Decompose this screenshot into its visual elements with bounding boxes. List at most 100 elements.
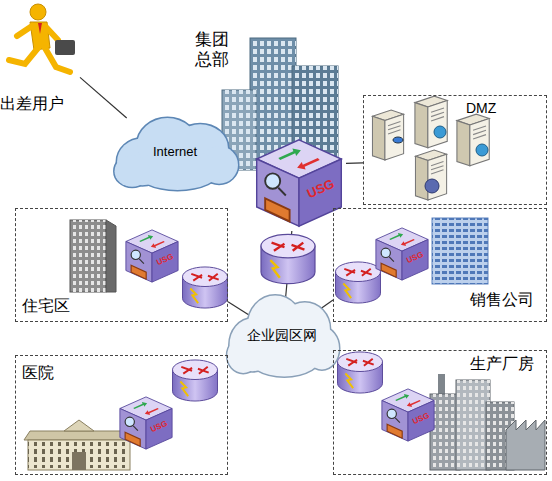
brick-wall xyxy=(265,198,289,221)
site-group-box: 住宅区 USG xyxy=(15,208,228,322)
cloud-fill xyxy=(115,118,238,190)
cloud-puff xyxy=(115,156,150,187)
node-label: 医院 xyxy=(22,364,82,382)
branch-router xyxy=(338,352,383,393)
hall-windows xyxy=(486,402,514,470)
office-building xyxy=(432,218,488,284)
network-link xyxy=(80,77,127,118)
branch-router xyxy=(173,360,218,401)
torso xyxy=(30,22,50,50)
brick-wall xyxy=(125,432,140,446)
cloud-outline xyxy=(115,118,238,190)
cloud-puff xyxy=(227,338,259,373)
magnifier-handle xyxy=(395,418,400,423)
site-icon: 出差用户 xyxy=(0,0,80,116)
node-label: 生产厂房 xyxy=(470,355,546,373)
server xyxy=(372,110,403,160)
node-label: 企业园区网 xyxy=(245,327,319,343)
building-side xyxy=(106,220,116,292)
building-windows xyxy=(28,442,130,468)
server xyxy=(415,150,446,200)
briefcase xyxy=(55,40,75,55)
network-link xyxy=(228,302,251,316)
limbs xyxy=(9,26,70,72)
building-front xyxy=(70,220,106,292)
roof xyxy=(24,431,134,440)
site-group-box: 医院 USG xyxy=(15,355,228,475)
globe-icon xyxy=(425,179,439,193)
node-label: 集团 总部 xyxy=(195,30,233,69)
green-arrow xyxy=(139,235,153,242)
node-label: 住宅区 xyxy=(22,297,102,315)
cube-left xyxy=(120,409,146,450)
network-cloud: 企业园区网 xyxy=(245,316,319,356)
building-windows xyxy=(432,218,488,284)
building-windows xyxy=(70,220,106,292)
portico xyxy=(64,420,94,431)
hall xyxy=(486,402,514,470)
firewall-device: USG xyxy=(117,394,175,452)
node-label: 出差用户 xyxy=(0,95,80,113)
tie xyxy=(38,23,42,34)
brick-wall xyxy=(387,424,402,438)
cloud-outline xyxy=(227,296,339,377)
red-arrow xyxy=(145,408,159,415)
residential-building xyxy=(70,220,116,292)
hospital-building xyxy=(24,420,134,470)
cloud-fill xyxy=(227,296,339,377)
cube-left xyxy=(376,240,402,281)
traveller-figure xyxy=(9,4,75,72)
globe-icon xyxy=(434,126,446,138)
red-arrow xyxy=(407,400,421,407)
site-group-box: 生产厂房 USG xyxy=(333,350,547,475)
firewall-device: USG xyxy=(373,225,431,283)
chimney xyxy=(438,374,445,394)
hall-windows xyxy=(456,380,490,470)
cube-left xyxy=(126,242,152,283)
firewall-device: USG xyxy=(123,227,181,285)
cloud-puff xyxy=(115,156,150,187)
node-label: Internet xyxy=(115,145,235,160)
green-arrow xyxy=(389,233,403,240)
door xyxy=(72,452,86,470)
server xyxy=(415,96,447,148)
factory-buildings xyxy=(430,374,545,470)
cube-left xyxy=(382,401,408,442)
node-label: 销售公司 xyxy=(470,291,546,309)
magnifier xyxy=(387,409,396,418)
firewall-device: USG xyxy=(379,386,437,444)
magnifier-handle xyxy=(133,426,138,431)
node-label: DMZ xyxy=(466,100,536,116)
database-icon xyxy=(393,137,403,143)
magnifier xyxy=(381,248,390,257)
magnifier-handle xyxy=(278,188,286,196)
cube-left xyxy=(257,159,299,226)
cloud-puff xyxy=(227,338,259,373)
site-group-box: 销售公司 USG xyxy=(333,208,547,322)
green-arrow xyxy=(133,402,147,409)
hall xyxy=(456,380,490,470)
building-front xyxy=(28,440,130,470)
server xyxy=(457,114,489,166)
building-front xyxy=(432,218,488,284)
sawtooth-hall xyxy=(506,420,545,470)
branch-router xyxy=(183,267,228,308)
green-arrow xyxy=(278,148,301,160)
green-arrow xyxy=(395,394,409,401)
firewall-device: USG xyxy=(252,135,346,231)
brick-wall xyxy=(131,265,146,279)
magnifier-handle xyxy=(389,257,394,262)
network-link xyxy=(346,162,363,164)
red-arrow xyxy=(297,158,320,170)
red-arrow xyxy=(401,239,415,246)
network-cloud: Internet xyxy=(115,118,235,190)
branch-router xyxy=(336,262,381,303)
magnifier xyxy=(265,173,280,188)
red-arrow xyxy=(151,241,165,248)
core-router xyxy=(261,234,315,283)
site-group-box: DMZ xyxy=(363,95,547,205)
